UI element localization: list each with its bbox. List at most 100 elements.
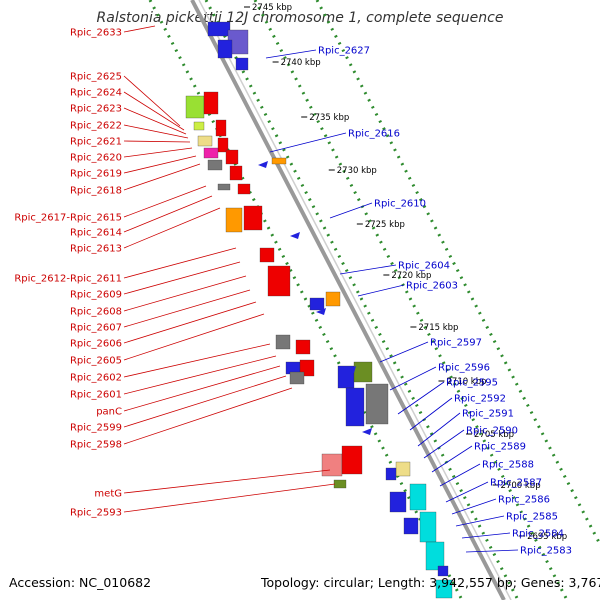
gene-block [403, 517, 419, 535]
gene-label-right: Rpic_2596 [438, 363, 490, 374]
leader-line-right [339, 264, 397, 275]
inner-dotted-track-right [253, 0, 569, 600]
gene-label-left: Rpic_2608 [70, 307, 122, 318]
backbone-shadow-line [198, 0, 512, 600]
scale-tick-label: 2700 kbp [501, 481, 541, 491]
leader-line-left [123, 275, 247, 312]
gene-block [243, 205, 263, 231]
gene-label-right: Rpic_2603 [406, 281, 458, 292]
gene-block [217, 183, 231, 191]
gene-label-left: Rpic_2620 [70, 153, 122, 164]
inner-dotted-track-left [204, 0, 520, 600]
leader-line-left [123, 207, 221, 249]
scale-tick-label: 2730 kbp [337, 166, 377, 176]
gene-block [235, 57, 249, 71]
gene-arrow-icon [316, 308, 326, 315]
gene-label-left: Rpic_2607 [70, 323, 122, 334]
leader-line-right [451, 498, 497, 515]
leader-line-left [123, 247, 237, 279]
gene-label-left: Rpic_2599 [70, 423, 122, 434]
gene-arrow-icon [258, 161, 268, 168]
scale-tick-label: 2720 kbp [391, 271, 431, 281]
gene-label-left: Rpic_2622 [70, 121, 122, 132]
gene-block [345, 387, 365, 427]
gene-label-right: Rpic_2589 [474, 442, 526, 453]
gene-block [197, 135, 213, 147]
gene-label-right: Rpic_2585 [506, 512, 558, 523]
scale-tick-label: 2705 kbp [474, 430, 514, 440]
leader-line-left [123, 91, 185, 131]
gene-label-right: Rpic_2627 [318, 46, 370, 57]
leader-line-left [123, 185, 207, 218]
leader-line-left [123, 75, 181, 127]
gene-block [229, 165, 243, 181]
leader-line-left [123, 289, 251, 328]
gene-label-right: Rpic_2610 [374, 199, 426, 210]
gene-label-left: Rpic_2633 [70, 28, 122, 39]
gene-block [385, 467, 397, 481]
gene-block [309, 297, 325, 311]
leader-line-left [123, 343, 271, 378]
gene-label-right: Rpic_2586 [498, 495, 550, 506]
gene-block [437, 565, 449, 577]
gene-arrow-icon [362, 428, 372, 435]
gene-label-left: Rpic_2613 [70, 244, 122, 255]
scale-tick-label: 2710 kbp [446, 377, 486, 387]
gene-block [207, 21, 231, 37]
gene-block [425, 541, 445, 571]
gene-block [225, 207, 243, 233]
leader-line-right [329, 202, 373, 219]
gene-label-left: Rpic_2593 [70, 508, 122, 519]
gene-block [193, 121, 205, 131]
gene-arrow-icon [290, 232, 300, 239]
leader-line-left [123, 301, 257, 344]
gene-block [259, 247, 275, 263]
gene-block [409, 483, 427, 511]
gene-label-right: Rpic_2592 [454, 394, 506, 405]
gene-label-left: Rpic_2625 [70, 72, 122, 83]
leader-line-right [423, 429, 465, 459]
leader-line-left [123, 355, 277, 395]
gene-block [321, 453, 343, 477]
outer-dotted-track-right [315, 0, 600, 548]
leader-line-right [269, 132, 347, 153]
scale-tick-label: 2715 kbp [418, 323, 458, 333]
gene-block [353, 361, 373, 383]
leader-line-left [123, 261, 241, 295]
backbone-line [190, 0, 506, 600]
gene-label-left: Rpic_2612-Rpic_2611 [14, 274, 122, 285]
gene-block [271, 157, 287, 165]
gene-block [217, 137, 229, 153]
leader-line-right [389, 366, 437, 391]
leader-line-left [123, 387, 293, 445]
gene-label-left: metG [94, 489, 122, 500]
gene-label-left: Rpic_2623 [70, 104, 122, 115]
leader-line-left [123, 469, 331, 494]
leader-line-left [123, 140, 191, 143]
leader-line-left [123, 107, 187, 135]
leader-line-left [123, 124, 189, 139]
gene-label-left: Rpic_2602 [70, 373, 122, 384]
gene-block [275, 334, 291, 350]
scale-tick-label: 2725 kbp [365, 220, 405, 230]
leader-line-right [465, 549, 519, 553]
leader-line-left [123, 155, 197, 174]
gene-block [217, 39, 233, 59]
gene-block [295, 339, 311, 355]
gene-block [365, 383, 389, 425]
gene-label-left: Rpic_2606 [70, 339, 122, 350]
gene-label-right: Rpic_2590 [466, 426, 518, 437]
gene-label-right: Rpic_2591 [462, 409, 514, 420]
gene-label-left: Rpic_2601 [70, 390, 122, 401]
gene-label-right: Rpic_2597 [430, 338, 482, 349]
gene-label-right: Rpic_2584 [512, 529, 564, 540]
leader-line-right [357, 284, 405, 297]
gene-block [215, 119, 227, 137]
gene-arrow-icon [346, 366, 356, 373]
gene-label-left: Rpic_2614 [70, 228, 122, 239]
gene-block [333, 479, 347, 489]
scale-tick-label: 2695 kbp [527, 532, 567, 542]
gene-label-right: Rpic_2595 [446, 378, 498, 389]
accession-text: Accession: NC_010682 [9, 575, 152, 590]
